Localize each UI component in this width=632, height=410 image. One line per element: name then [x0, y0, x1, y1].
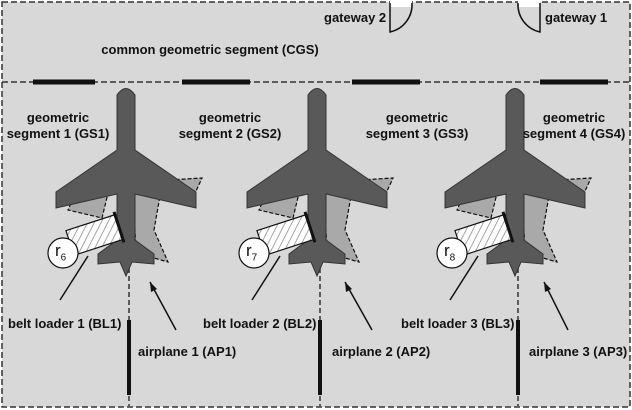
cgs-label: common geometric segment (CGS): [101, 42, 319, 57]
gateway-2-label: gateway 2: [324, 10, 387, 25]
airplane-2-icon: [246, 88, 394, 278]
pointer-lines: [59, 255, 569, 331]
gateway-1-label: gateway 1: [545, 10, 608, 25]
gs4-label: geometric segment 4 (GS4): [522, 110, 626, 141]
gs2-label: geometric segment 2 (GS2): [178, 110, 282, 141]
robot-r8-icon: [436, 237, 468, 269]
gateway-2-door-icon: [389, 1, 413, 33]
airplane-1-label: airplane 1 (AP1): [138, 344, 237, 359]
pointer-arrowheads: [150, 282, 551, 292]
gs1-label: geometric segment 1 (GS1): [6, 110, 110, 141]
robot-r7-label: r7: [246, 241, 258, 264]
robot-r6-label: r6: [55, 241, 67, 264]
belt-loader-2-label: belt loader 2 (BL2): [203, 316, 317, 331]
robot-r8-label: r8: [444, 241, 456, 264]
gateway-1-door-icon: [517, 1, 541, 33]
belt-loader-3-label: belt loader 3 (BL3): [401, 316, 515, 331]
gs3-label: geometric segment 3 (GS3): [365, 110, 469, 141]
robot-r6-icon: [47, 237, 79, 269]
airplane-3-label: airplane 3 (AP3): [529, 344, 628, 359]
robot-r7-icon: [238, 237, 270, 269]
belt-loader-1-label: belt loader 1 (BL1): [8, 316, 122, 331]
airplane-2-label: airplane 2 (AP2): [332, 344, 431, 359]
